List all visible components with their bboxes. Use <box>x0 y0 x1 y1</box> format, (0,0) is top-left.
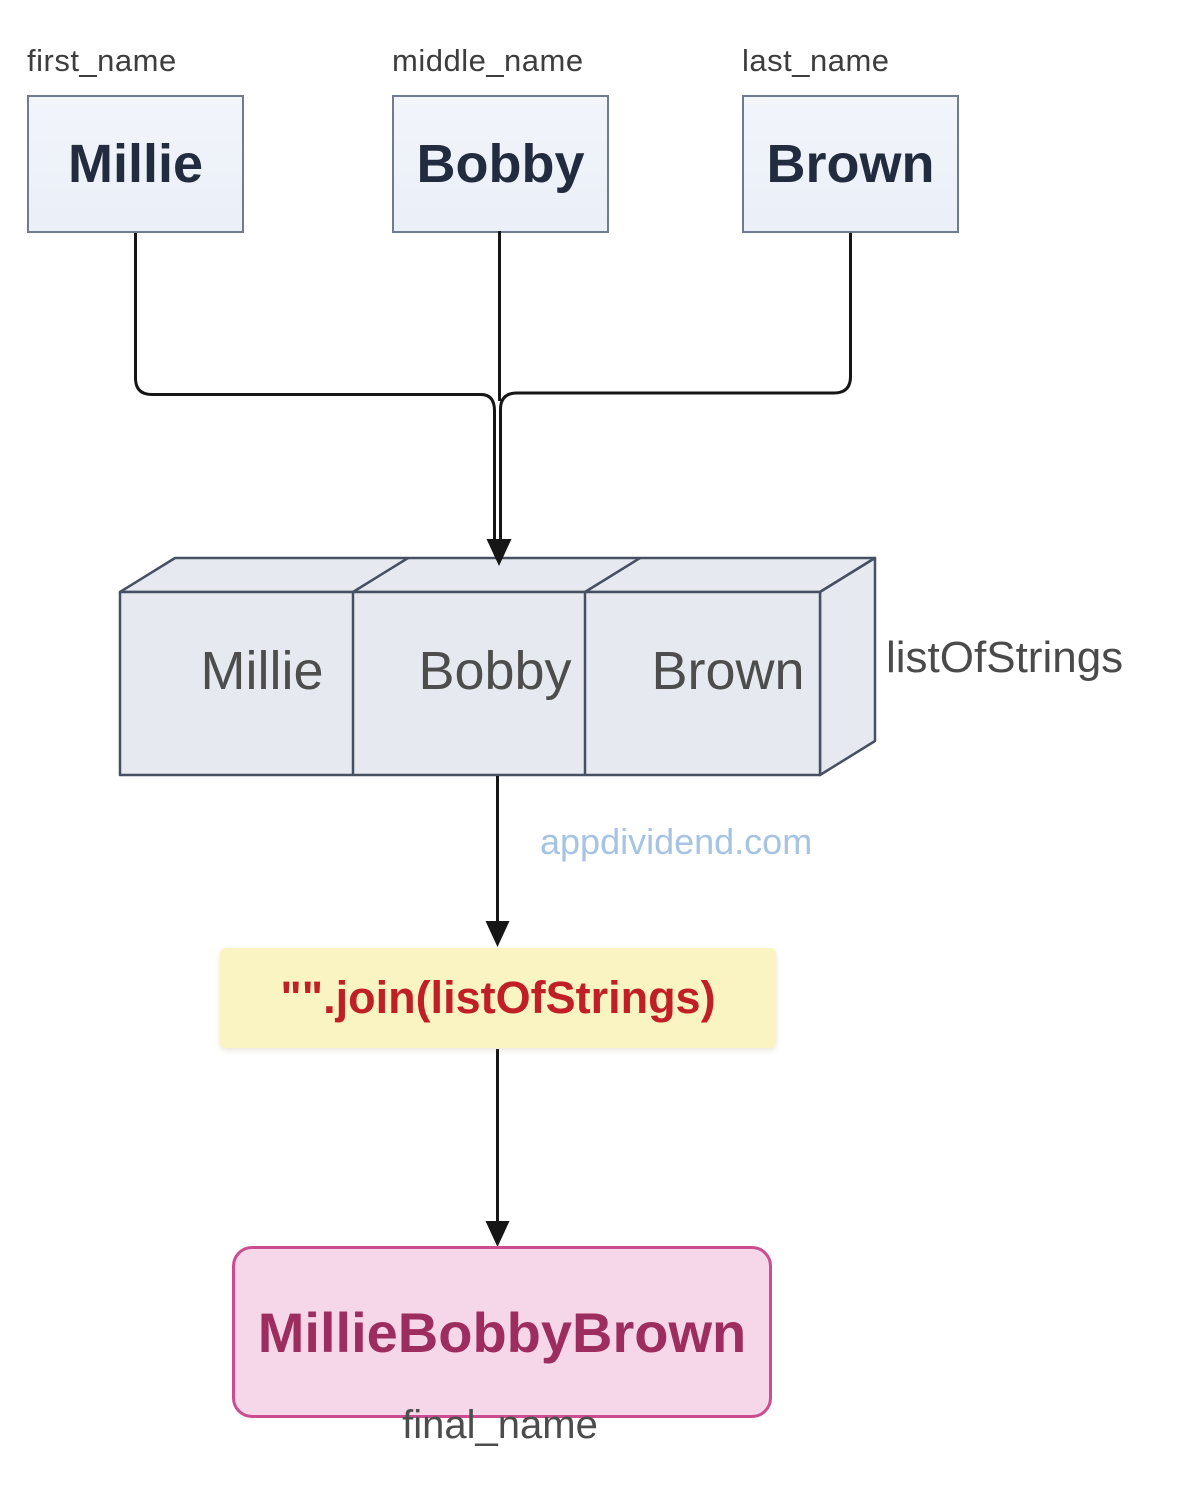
list-top-divider-1 <box>352 556 409 594</box>
connector-first-name <box>134 233 496 541</box>
join-operation-box: "".join(listOfStrings) <box>220 948 776 1048</box>
watermark: appdividend.com <box>540 821 813 862</box>
variable-box-first-name: Millie <box>27 95 244 233</box>
variable-value-middle-name: Bobby <box>416 134 585 194</box>
variable-box-last-name: Brown <box>742 95 959 233</box>
variable-label-first-name: first_name <box>27 43 177 78</box>
variable-value-first-name: Millie <box>67 134 204 194</box>
variable-label-middle-name: middle_name <box>392 43 584 78</box>
variable-value-last-name: Brown <box>766 134 935 194</box>
variable-label-last-name: last_name <box>742 43 890 78</box>
list-top-divider-2 <box>584 556 641 594</box>
list-box-top-face <box>118 556 877 594</box>
result-value: MillieBobbyBrown <box>257 1300 747 1364</box>
list-item-2: Brown <box>651 641 805 701</box>
final-name-label: final_name <box>402 1403 598 1447</box>
merge-connectors <box>134 231 852 1223</box>
list-variable-label: listOfStrings <box>886 633 1124 682</box>
list-item-0: Millie <box>200 641 324 701</box>
connector-last-name <box>499 233 852 541</box>
arrowhead-into-join <box>485 921 510 947</box>
arrowhead-into-list <box>486 539 512 566</box>
variable-box-middle-name: Bobby <box>392 95 609 233</box>
result-box: MillieBobbyBrown <box>232 1246 772 1418</box>
arrowhead-into-result <box>485 1221 510 1247</box>
list-item-1: Bobby <box>418 641 572 701</box>
join-operation-code: "".join(listOfStrings) <box>280 972 716 1023</box>
